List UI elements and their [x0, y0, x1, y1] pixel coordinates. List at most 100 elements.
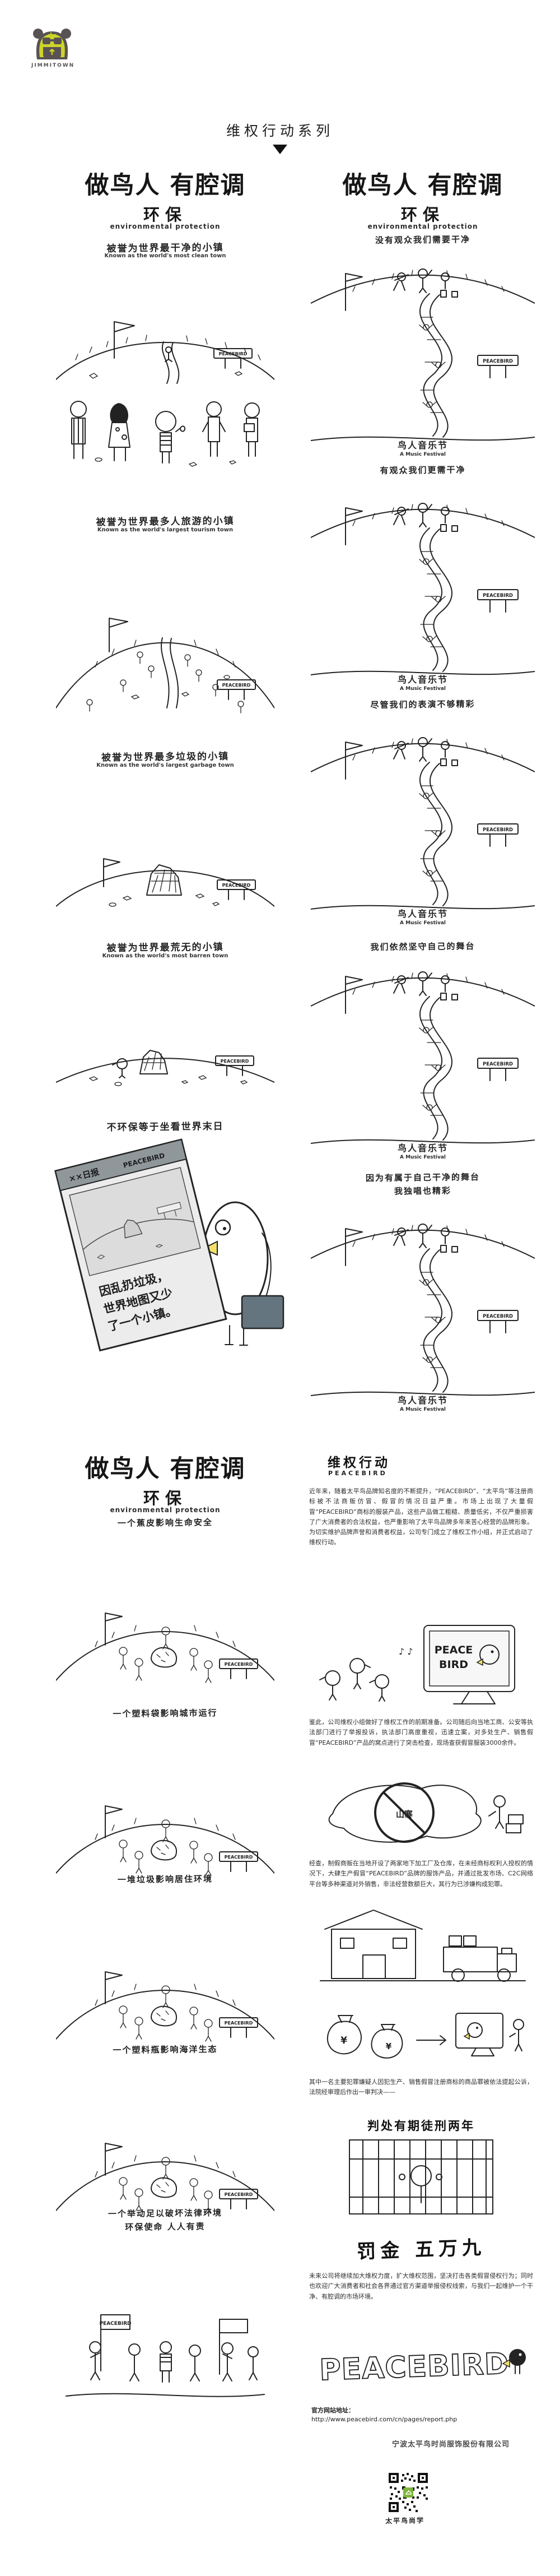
panel-banana-peel: PEACEBIRD — [56, 1530, 274, 1693]
peacebird-sign: PEACEBIRD — [219, 2189, 258, 2209]
svg-text:PEACEBIRD: PEACEBIRD — [219, 351, 248, 356]
music-festival-panel: PEACEBIRD 鸟人音乐节 A Music Festival — [311, 1224, 535, 1412]
caption: 尽管我们的表演不够精彩 — [370, 699, 475, 710]
peacebird-sign: PEACEBIRD — [215, 1055, 254, 1076]
caption: 不环保等于坐看世界末日 — [106, 1120, 224, 1134]
flag-icon — [345, 273, 363, 311]
svg-text:PEACEBIRD: PEACEBIRD — [225, 1855, 253, 1860]
festival-label: 鸟人音乐节 — [398, 1395, 448, 1406]
panel-music-festival-1: PEACEBIRD 鸟人音乐节 A Music Festival — [311, 250, 535, 457]
panel-barren-hill: PEACEBIRD — [56, 967, 274, 1092]
jimmitown-logo: JIMMITOWN — [31, 28, 82, 68]
caption: 一个塑料袋影响城市运行 — [113, 1708, 218, 1719]
festival-label-en: A Music Festival — [400, 920, 446, 926]
panel-music-festival-5: PEACEBIRD 鸟人音乐节 A Music Festival — [311, 1205, 535, 1412]
s2-left-title: 做鸟人 有腔调 — [85, 1455, 246, 1483]
jail-illustration: 判处有期徒刑两年 — [309, 2114, 533, 2221]
caption: 没有观众我们需要干净 — [375, 234, 471, 245]
band-icons — [393, 503, 458, 532]
music-notes-icon: ♪ ♪ — [399, 1646, 413, 1657]
yen-icon: ¥ — [386, 2041, 392, 2051]
qr-center-logo — [403, 2487, 413, 2498]
brand-outline-text: PEACEBIRD — [319, 2347, 510, 2388]
peacebird-sign: PEACEBIRD — [477, 823, 519, 847]
peacebird-sign: PEACEBIRD — [477, 589, 519, 613]
panel-townsfolk — [56, 392, 274, 488]
caption: 我们依然坚守自己的舞台 — [370, 941, 475, 952]
panel-garbage-hill: PEACEBIRD — [56, 780, 274, 915]
peacebird-sign: PEACEBIRD — [219, 1658, 258, 1679]
hill-panel: PEACEBIRD — [56, 1971, 274, 2042]
svg-text:PEACEBIRD: PEACEBIRD — [99, 2321, 131, 2327]
caption: 被誉为世界最多垃圾的小镇 — [101, 750, 230, 764]
peacebird-sign: PEACEBIRD — [219, 2017, 258, 2038]
svg-text:PEACEBIRD: PEACEBIRD — [483, 1314, 513, 1319]
money-illustration: ¥ ¥ — [309, 1995, 533, 2071]
music-festival-panel: PEACEBIRD 鸟人音乐节 A Music Festival — [311, 268, 535, 457]
vr-heading-en: PEACEBIRD — [328, 1470, 388, 1477]
festival-label-en: A Music Festival — [400, 1407, 446, 1412]
vr-paragraph-4: 其中一名主要犯罪嫌疑人因犯生产、销售假冒注册商标的商品罪被依法提起公诉，法院经审… — [309, 2078, 533, 2096]
s1-right-subtitle-en: environmental protection — [367, 223, 478, 230]
peacebird-sign: PEACEBIRD — [217, 879, 256, 900]
s1-right-title: 做鸟人 有腔调 — [342, 172, 503, 200]
caption: 一个蕉皮影响生命安全 — [117, 1517, 213, 1528]
brand-big: PEACEBIRD — [309, 2336, 533, 2395]
caption: 有观众我们更需干净 — [380, 465, 466, 476]
festival-label-en: A Music Festival — [400, 1155, 446, 1160]
s2-left-subtitle-en: environmental protection — [110, 1506, 221, 1514]
map-illustration: 山寨 — [309, 1770, 533, 1854]
peacebird-sign: PEACEBIRD — [477, 1310, 519, 1333]
caption-en: Known as the world's most barren town — [102, 953, 228, 959]
bird-icon — [502, 2349, 526, 2374]
music-festival-panel: PEACEBIRD 鸟人音乐节 A Music Festival — [311, 737, 535, 926]
newspaper: ××日报 PEACEBIRD 因乱扔垃圾， 世界地图又少 了一个小镇。 — [54, 1138, 227, 1352]
vr-paragraph-1: 近年来，随着太平鸟品牌知名度的不断提升，“PEACEBIRD”、“太平鸟”等注册… — [309, 1488, 533, 1546]
peacebird-sign: PEACEBIRD — [477, 355, 519, 378]
panel-flag-bearers: PEACEBIRD — [56, 2281, 274, 2410]
caption-en: Known as the world's most clean town — [104, 253, 226, 259]
yen-icon: ¥ — [340, 2035, 347, 2046]
qr-label: 太平鸟尚学 — [385, 2516, 425, 2525]
site-label: 官方网站地址： — [311, 2407, 354, 2414]
no-entry-icon: 山寨 — [374, 1782, 435, 1843]
svg-text:PEACEBIRD: PEACEBIRD — [483, 827, 513, 833]
festival-label: 鸟人音乐节 — [398, 909, 448, 919]
svg-text:PEACEBIRD: PEACEBIRD — [483, 359, 513, 364]
s1-left-subtitle: 环保 — [143, 205, 187, 224]
warehouse-illustration — [309, 1901, 533, 1991]
caption: 一个塑料瓶影响海洋生态 — [113, 2044, 218, 2055]
s1-left-subtitle-en: environmental protection — [110, 223, 221, 230]
caption: 被誉为世界最荒无的小镇 — [106, 941, 224, 955]
hill-panel: PEACEBIRD — [56, 2143, 274, 2213]
caption-en: Known as the world's largest garbage tow… — [96, 762, 234, 768]
peacebird-sign: PEACEBIRD — [477, 1058, 519, 1081]
caption-en: Known as the world's largest tourism tow… — [97, 527, 234, 533]
flag-icon — [345, 976, 363, 1014]
panel-tourist-hill: PEACEBIRD — [56, 543, 274, 719]
festival-label-en: A Music Festival — [400, 452, 446, 457]
svg-text:PEACEBIRD: PEACEBIRD — [221, 1059, 249, 1064]
svg-text:PEACE: PEACE — [435, 1644, 473, 1656]
caption: 一个举动足以破坏法律环境 — [108, 2207, 223, 2220]
flag-icon — [345, 507, 363, 545]
music-festival-panel: PEACEBIRD 鸟人音乐节 A Music Festival — [311, 503, 535, 692]
panel-plastic-bag: PEACEBIRD — [56, 1723, 274, 1885]
band-icons — [393, 737, 458, 766]
festival-label: 鸟人音乐节 — [398, 1143, 448, 1153]
flag-icon — [345, 1228, 363, 1266]
panel-music-festival-4: PEACEBIRD 鸟人音乐节 A Music Festival — [311, 953, 535, 1160]
hill-panel: PEACEBIRD — [56, 1613, 274, 1683]
company-name: 宁波太平鸟时尚服饰股份有限公司 — [392, 2440, 510, 2449]
down-triangle-icon — [273, 145, 287, 154]
s2-left-subtitle: 环保 — [143, 1489, 187, 1508]
svg-text:PEACEBIRD: PEACEBIRD — [222, 683, 251, 688]
qr-code — [388, 2472, 429, 2513]
vr-paragraph-5: 未来公司将继续加大维权力度，扩大维权范围，坚决打击各类假冒侵权行为；同时也欢迎广… — [309, 2272, 533, 2300]
verdict-text: 判处有期徒刑两年 — [367, 2119, 475, 2133]
logo-wordmark: JIMMITOWN — [31, 63, 75, 68]
tv-illustration: ♪ ♪ PEACE BIRD — [309, 1610, 533, 1713]
vr-heading: 维权行动 — [328, 1456, 390, 1470]
flag-icon — [345, 742, 363, 780]
